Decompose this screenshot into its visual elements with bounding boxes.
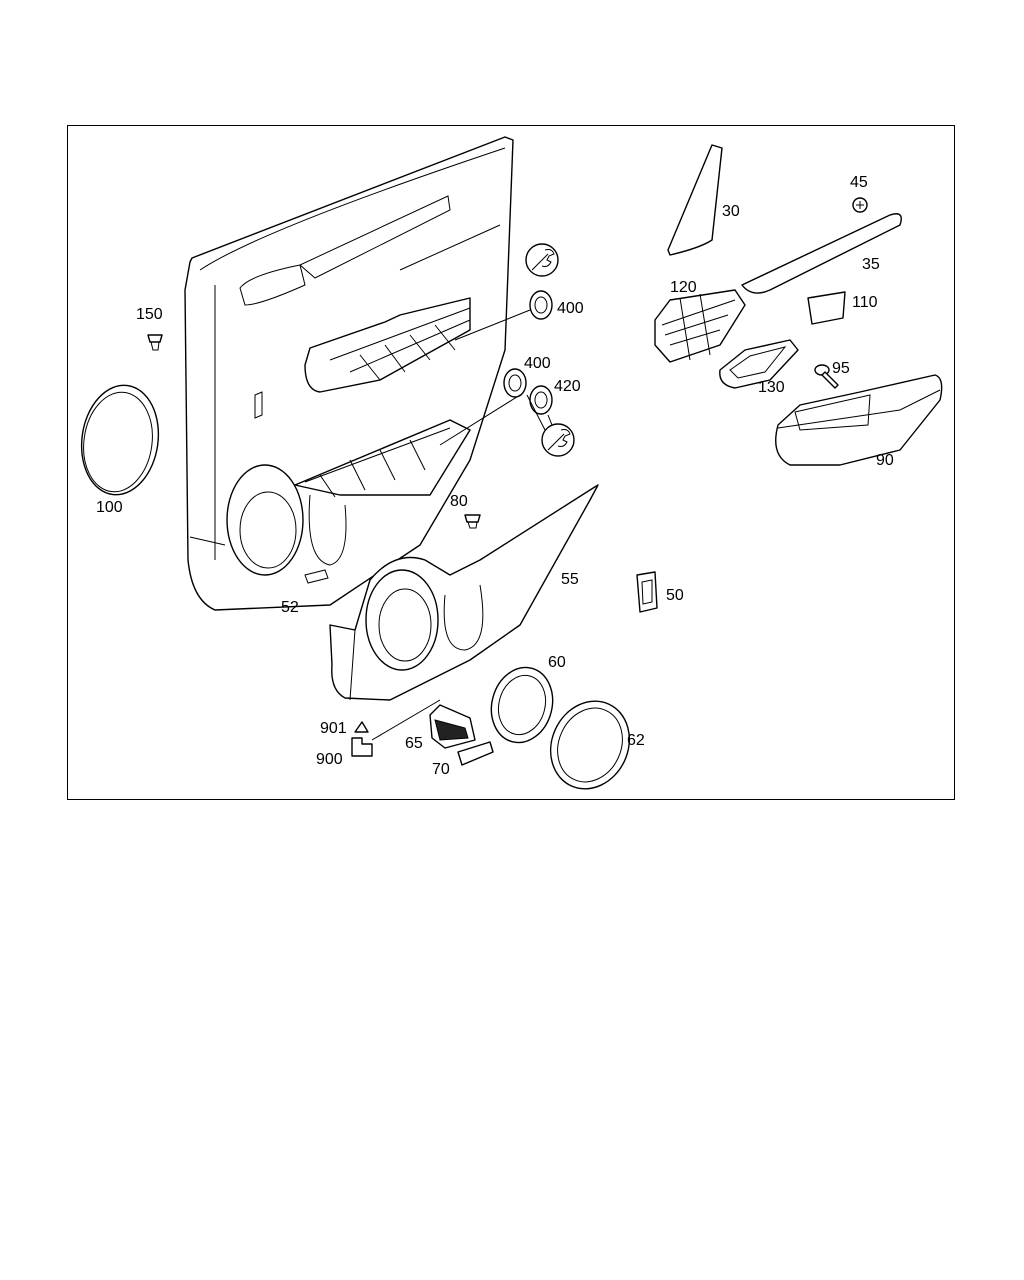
screw-95 — [814, 364, 839, 389]
label-130: 130 — [758, 379, 785, 396]
label-80: 80 — [450, 493, 468, 510]
label-60: 60 — [548, 654, 566, 671]
grommet-420 — [529, 385, 553, 415]
label-110: 110 — [852, 294, 878, 311]
label-35: 35 — [862, 256, 880, 273]
speaker-ring-62 — [549, 700, 631, 790]
armrest-90 — [775, 374, 943, 466]
label-901: 901 — [320, 720, 347, 737]
label-62: 62 — [627, 732, 645, 749]
grommet-400-lower — [503, 368, 527, 398]
speaker-cover-100 — [80, 384, 160, 496]
clip-80 — [464, 514, 481, 529]
label-95: 95 — [832, 360, 850, 377]
label-900: 900 — [316, 751, 343, 768]
label-52: 52 — [281, 599, 299, 616]
label-420: 420 — [554, 378, 581, 395]
handle-bracket-120 — [654, 289, 746, 363]
cover-110 — [807, 291, 846, 325]
trim-strip-35 — [741, 213, 902, 294]
diagram-frame — [67, 125, 955, 800]
speaker-ring-60 — [490, 666, 554, 744]
label-55: 55 — [561, 571, 579, 588]
screw-45 — [852, 197, 868, 213]
label-50: 50 — [666, 587, 684, 604]
label-120: 120 — [670, 279, 697, 296]
wrench-icon — [541, 423, 575, 457]
label-45: 45 — [850, 174, 868, 191]
label-70: 70 — [432, 761, 450, 778]
switch-50 — [636, 571, 658, 613]
label-400-lower: 400 — [524, 355, 551, 372]
door-panel — [184, 136, 514, 611]
label-65: 65 — [405, 735, 423, 752]
trim-70 — [457, 741, 494, 766]
fastener-900 — [351, 737, 373, 757]
lower-trim-55 — [329, 484, 599, 701]
handle-bezel-130 — [719, 339, 799, 389]
label-100: 100 — [96, 499, 123, 516]
label-30: 30 — [722, 203, 740, 220]
fastener-901 — [354, 721, 369, 733]
clip-150 — [147, 334, 163, 351]
label-90: 90 — [876, 452, 894, 469]
label-400-upper: 400 — [557, 300, 584, 317]
grommet-400-upper — [529, 290, 553, 320]
vent-trim-30 — [667, 144, 723, 256]
ashtray-65 — [429, 704, 476, 749]
label-150: 150 — [136, 306, 163, 323]
wrench-icon — [525, 243, 559, 277]
